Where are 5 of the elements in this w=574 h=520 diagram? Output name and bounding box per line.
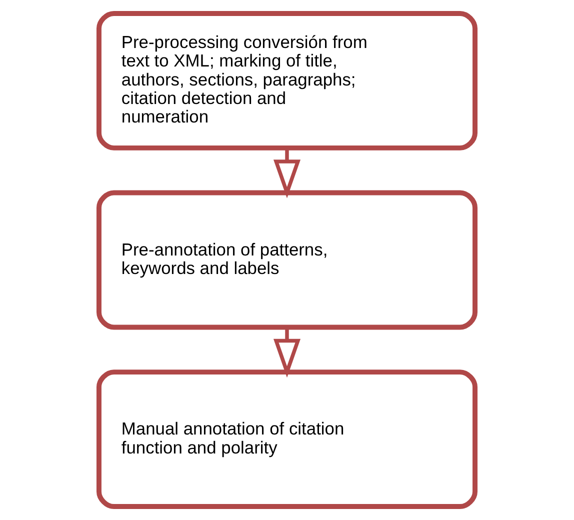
node-box: Pre-annotation of patterns, keywords and labels	[96, 190, 478, 330]
arrow	[273, 328, 301, 378]
node-box: Manual annotation of citation function and polarity	[96, 370, 478, 510]
arrow	[273, 148, 301, 198]
node-box: Pre-processing conversión from text to XML; marking of title, authors, sections, paragraphs; citation detection and numeration	[96, 10, 478, 150]
